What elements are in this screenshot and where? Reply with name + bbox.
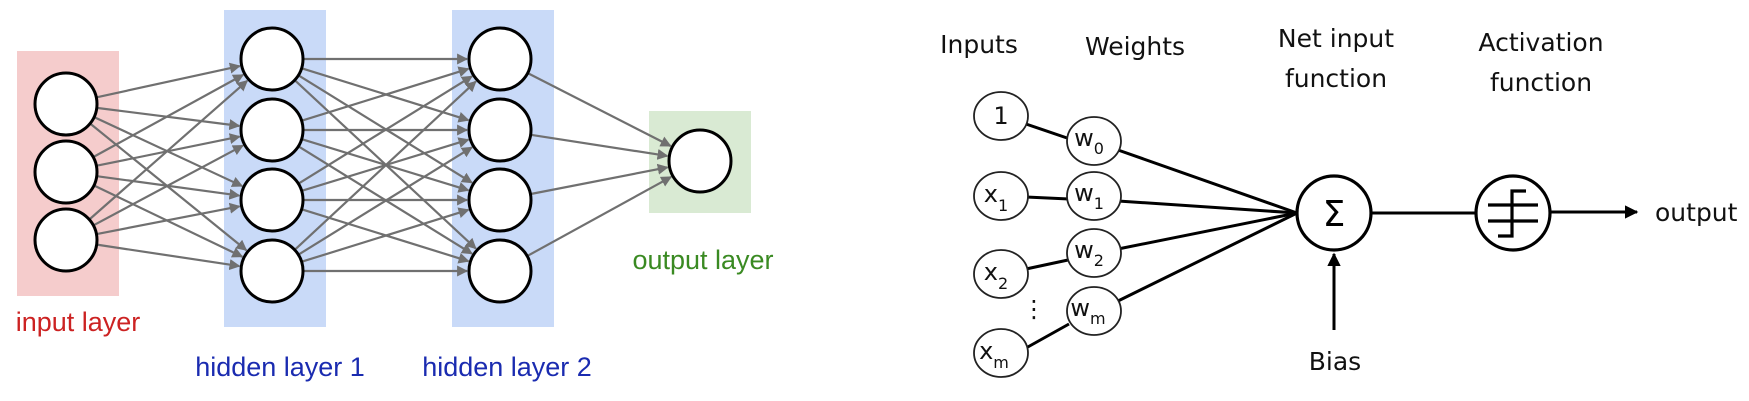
input-node-x2: x2	[973, 249, 1029, 299]
weight-node-w2: w2	[1066, 228, 1122, 278]
connection-hidden1-3-to-hidden2-0	[294, 80, 477, 251]
weight-sum-line-0	[1117, 148, 1298, 215]
connection-hidden1-1-to-hidden2-0	[302, 66, 470, 122]
connection-input-1-to-hidden1-0	[93, 73, 245, 158]
mlp-diagram: input layer hidden layer 1 hidden layer …	[16, 10, 774, 382]
connection-input-0-to-hidden1-0	[97, 62, 241, 99]
hidden1-neuron-3	[239, 238, 305, 304]
input-layer-label: input layer	[16, 307, 141, 337]
hidden1-neuron-1	[239, 97, 305, 163]
svg-text:x2: x2	[984, 258, 1008, 293]
hidden2-neuron-2	[467, 167, 533, 233]
perceptron-diagram: Inputs Weights Net input function Activa…	[940, 24, 1738, 378]
output-layer-label: output layer	[632, 245, 773, 275]
sigma-symbol: Σ	[1323, 194, 1346, 235]
connection-input-1-to-hidden1-3	[94, 184, 244, 258]
hidden-layer-2-label: hidden layer 2	[422, 352, 592, 382]
inputs-ellipsis: ⋮	[1022, 295, 1046, 323]
mlp-neurons	[33, 26, 733, 304]
input-weight-line-0	[1025, 122, 1071, 141]
svg-text:w0: w0	[1074, 124, 1104, 158]
input-neuron-2	[33, 207, 99, 273]
weight-node-w1: w1	[1066, 171, 1122, 221]
svg-text:w1: w1	[1074, 179, 1104, 213]
input-neuron-1	[33, 139, 99, 205]
input-neuron-0	[33, 71, 99, 137]
inputs-header: Inputs	[940, 30, 1018, 59]
weights-header: Weights	[1085, 32, 1185, 61]
connection-input-2-to-hidden1-0	[89, 79, 249, 220]
mlp-connections	[89, 53, 673, 277]
hidden2-neuron-3	[467, 238, 533, 304]
activation-header-line2: function	[1490, 68, 1592, 97]
activation-header-line1: Activation	[1478, 28, 1603, 57]
activation-node	[1474, 174, 1552, 252]
connection-input-2-to-hidden1-3	[97, 243, 241, 271]
connection-hidden2-0-to-output-0	[528, 72, 672, 147]
svg-text:w2: w2	[1074, 236, 1104, 270]
net-input-header-line2: function	[1285, 64, 1387, 93]
svg-text:1: 1	[993, 102, 1008, 130]
connection-input-2-to-hidden1-1	[93, 144, 244, 226]
bias-label: Bias	[1309, 347, 1361, 376]
weight-node-wm: wm	[1066, 286, 1122, 336]
weight-sum-line-m	[1117, 211, 1298, 303]
input-weight-line-1	[1025, 195, 1070, 201]
hidden2-neuron-0	[467, 26, 533, 92]
weight-node-w0: w0	[1066, 116, 1122, 166]
weight-sum-line-2	[1117, 211, 1298, 251]
connection-hidden2-2-to-output-0	[531, 163, 669, 195]
svg-text:xm: xm	[979, 337, 1009, 372]
connection-input-2-to-hidden1-2	[97, 202, 241, 235]
svg-text:wm: wm	[1070, 294, 1105, 328]
summation-node: Σ	[1295, 174, 1373, 252]
output-neuron-0	[667, 128, 733, 194]
input-node-1: 1	[973, 91, 1029, 141]
input-node-x1: x1	[973, 171, 1029, 221]
connection-hidden2-3-to-output-0	[527, 175, 673, 257]
net-input-header-line1: Net input	[1278, 24, 1394, 53]
input-weight-line-m	[1025, 322, 1070, 350]
connection-hidden1-3-to-hidden2-1	[298, 146, 473, 256]
output-label: output	[1655, 198, 1738, 227]
connection-hidden1-3-to-hidden2-2	[302, 207, 470, 263]
hidden2-neuron-1	[467, 97, 533, 163]
hidden1-neuron-0	[239, 26, 305, 92]
connection-hidden2-1-to-output-0	[531, 133, 669, 160]
hidden1-neuron-2	[239, 167, 305, 233]
input-weight-line-2	[1025, 258, 1069, 271]
svg-text:x1: x1	[984, 180, 1008, 215]
input-node-xm: xm	[973, 328, 1029, 378]
weight-sum-line-1	[1117, 199, 1298, 215]
connection-hidden1-2-to-hidden2-0	[298, 75, 473, 185]
step-function-icon	[1488, 189, 1538, 238]
hidden-layer-1-label: hidden layer 1	[195, 352, 365, 382]
